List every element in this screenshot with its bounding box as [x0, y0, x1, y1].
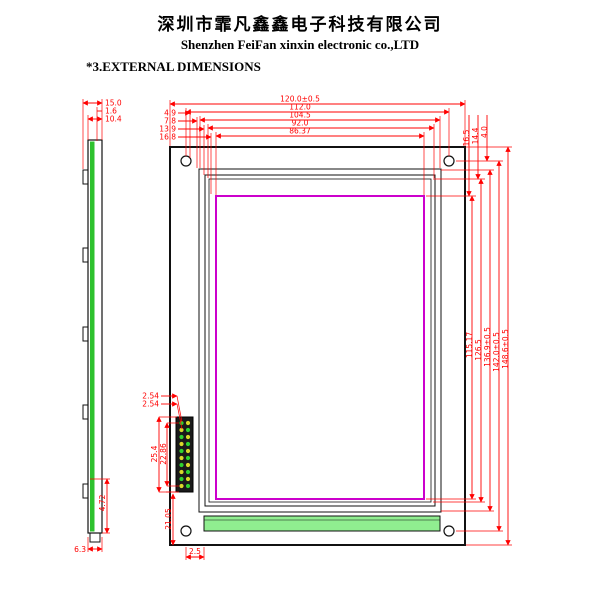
section-title: *3.EXTERNAL DIMENSIONS: [86, 59, 261, 74]
dim-label-right-0: 115.17: [465, 332, 474, 358]
top-right-vertical-dimensions: 16.5 14.4 4.0: [462, 115, 490, 197]
dim-label-top-width-3: 92.0: [292, 119, 309, 128]
pin: [179, 434, 184, 440]
side-view-tab: [82, 326, 89, 342]
pin: [179, 448, 184, 454]
dim-label-right-4: 148.6±0.5: [501, 329, 510, 369]
side-view-tab: [82, 169, 89, 185]
display-frame: [208, 178, 432, 503]
dim-label-top-width-1: 112.0: [289, 103, 311, 112]
dim-label-top-width-4: 86.37: [289, 127, 311, 136]
pin: [179, 427, 184, 433]
pin: [185, 420, 191, 426]
pin: [185, 427, 191, 433]
pin: [179, 469, 184, 475]
dim-label-right-2: 136.9±0.5: [483, 327, 492, 367]
pin: [179, 420, 184, 426]
pin: [179, 455, 184, 461]
mounting-hole: [180, 525, 192, 537]
viewing-area: [215, 195, 425, 500]
dim-label-bottomleft-0: 4.72: [98, 494, 107, 511]
dim-label-topright-1: 14.4: [471, 127, 480, 144]
dim-label-top-width-2: 104.5: [289, 111, 311, 120]
pin-connector-body: [175, 416, 194, 493]
dim-label-side-1: 1.6: [105, 107, 117, 116]
side-view-tab: [82, 483, 89, 499]
pin: [185, 441, 191, 447]
front-view: [169, 146, 466, 546]
side-view-foot: [89, 532, 101, 543]
dim-label-side-2: 10.4: [105, 115, 122, 124]
side-thickness-dimensions: 15.0 1.6 10.4: [82, 99, 122, 169]
top-left-offset-dimensions: 4.9 7.8 13.9 16.8: [159, 109, 212, 194]
dim-label-offset-1: 7.8: [164, 117, 176, 126]
dim-label-top-width-0: 120.0±0.5: [280, 95, 320, 104]
pin: [185, 483, 191, 489]
mounting-hole: [443, 525, 455, 537]
dim-label-right-1: 126.5: [474, 339, 483, 361]
side-view-green-strip: [90, 141, 95, 532]
bezel-frame: [198, 168, 442, 513]
dim-label-topright-0: 16.5: [462, 129, 471, 146]
backlight-strip: [203, 515, 441, 532]
pin: [185, 448, 191, 454]
pin: [185, 462, 191, 468]
dim-label-side-0: 15.0: [105, 99, 122, 108]
dim-label-bottom-0: 21.05: [164, 508, 173, 530]
bezel-opening: [204, 174, 436, 507]
pin: [179, 462, 184, 468]
dim-label-bottomleft-1: 6.3: [74, 545, 86, 554]
side-view: [82, 139, 103, 543]
side-view-tab: [82, 247, 89, 263]
bottom-dimensions: 4.72 6.3 21.05 2.5: [74, 478, 205, 560]
dim-label-offset-3: 16.8: [159, 133, 176, 142]
dim-label-pitch-0: 2.54: [142, 392, 159, 401]
pin: [179, 441, 184, 447]
right-height-dimensions: 115.17 126.5 136.9±0.5 142.0±0.5 148.6±0…: [426, 146, 512, 546]
pin: [179, 483, 184, 489]
company-name-en: Shenzhen FeiFan xinxin electronic co.,LT…: [180, 37, 420, 52]
dim-label-right-3: 142.0±0.5: [492, 332, 501, 372]
dim-label-bottom-1: 2.5: [189, 547, 201, 556]
dim-label-offset-0: 4.9: [164, 109, 176, 118]
dim-label-topright-2: 4.0: [480, 126, 489, 138]
pin: [179, 476, 184, 482]
pin: [185, 434, 191, 440]
pin: [185, 476, 191, 482]
side-view-tab: [82, 404, 89, 420]
pin-connector: [175, 416, 194, 493]
dim-label-offset-2: 13.9: [159, 125, 176, 134]
pin: [185, 455, 191, 461]
company-name-cn: 深圳市霏凡鑫鑫电子科技有限公司: [157, 15, 443, 35]
connector-dimensions: 2.54 2.54 22.86 25.4: [142, 392, 183, 493]
top-width-dimensions: 120.0±0.5 112.0 104.5 92.0 86.37: [169, 95, 466, 195]
dim-label-connector-1: 25.4: [150, 445, 159, 462]
pin: [185, 469, 191, 475]
dim-label-connector-0: 22.86: [159, 443, 168, 465]
dim-label-pitch-1: 2.54: [142, 400, 159, 409]
